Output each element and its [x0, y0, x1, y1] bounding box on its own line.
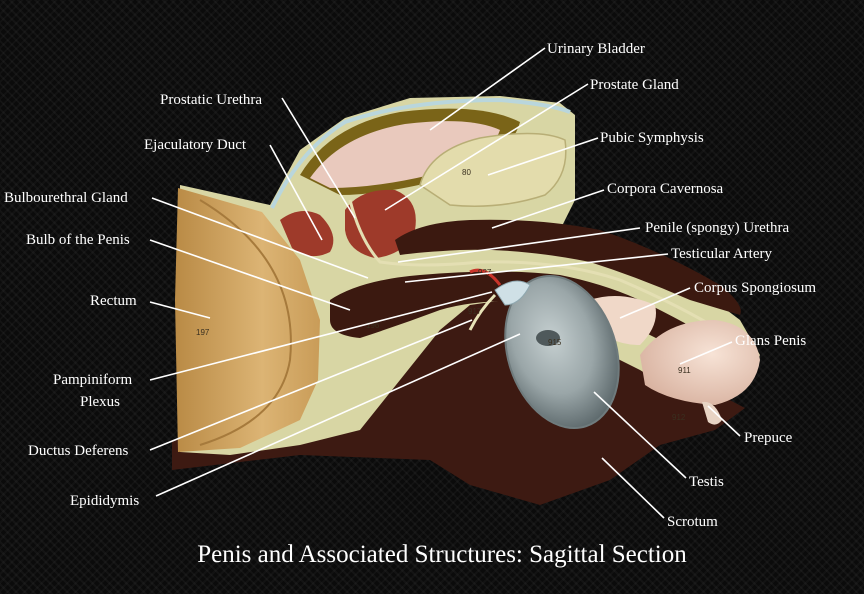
leader-ductus-deferens [149, 319, 473, 451]
leader-urinary-bladder [429, 47, 546, 131]
testis-shape [504, 274, 620, 430]
spermatic-cord [469, 268, 502, 286]
label-prostatic-urethra: Prostatic Urethra [160, 92, 262, 108]
label-corpora-cavernosa: Corpora Cavernosa [607, 181, 724, 197]
leader-bulb-of-penis [149, 239, 351, 311]
label-ejaculatory-duct: Ejaculatory Duct [144, 137, 247, 153]
peritoneum-edge [270, 97, 571, 209]
pubic-symphysis-shape [419, 132, 567, 207]
model-number-917: 917 [468, 307, 482, 316]
leader-corpus-spongiosum [619, 287, 691, 319]
rectum-shape [175, 188, 320, 452]
label-pampiniform-line1: Pampiniform [53, 372, 132, 388]
model-number-80: 80 [462, 168, 471, 177]
label-testicular-artery: Testicular Artery [671, 246, 772, 262]
leader-testis [593, 391, 687, 479]
ductus-deferens-tube [468, 293, 497, 331]
model-number-197: 197 [196, 328, 210, 337]
model-number-911: 911 [678, 366, 691, 375]
model-number-915: 915 [548, 338, 562, 347]
leader-pubic-symphysis [487, 137, 599, 176]
prepuce-shape [702, 401, 722, 425]
diagram-title: Penis and Associated Structures: Sagitta… [197, 541, 687, 568]
label-corpus-spongiosum: Corpus Spongiosum [694, 280, 816, 296]
leader-epididymis [155, 333, 521, 497]
bladder-lumen [310, 121, 500, 188]
seminal-region [280, 211, 334, 257]
label-penile-urethra: Penile (spongy) Urethra [645, 220, 789, 236]
label-prostate-gland: Prostate Gland [590, 77, 679, 93]
corpus-spongiosum-shape [330, 271, 730, 372]
epididymis-shape [494, 280, 531, 306]
glans-shape [640, 320, 760, 405]
label-scrotum: Scrotum [667, 514, 718, 530]
label-rectum: Rectum [90, 293, 137, 309]
label-glans-penis: Glans Penis [735, 333, 806, 349]
label-bulb-of-penis: Bulb of the Penis [26, 232, 130, 248]
label-epididymis: Epididymis [70, 493, 139, 509]
leader-corpora-cavernosa [491, 189, 605, 229]
leader-penile-urethra [397, 227, 641, 263]
label-urinary-bladder: Urinary Bladder [547, 41, 645, 57]
label-bulbourethral-gland: Bulbourethral Gland [4, 190, 128, 206]
leader-ejaculatory-duct [269, 144, 323, 241]
leader-rectum [149, 301, 211, 319]
leader-prepuce [707, 405, 741, 437]
leader-testicular-artery [404, 253, 669, 283]
urethra-line [348, 199, 736, 342]
leader-prostate-gland [384, 83, 589, 211]
leader-pampiniform-plexus [149, 291, 493, 381]
model-number-196: 196 [366, 321, 380, 330]
corpora-cavernosa-shape [395, 219, 741, 315]
leader-glans-penis [679, 341, 733, 365]
label-ductus-deferens: Ductus Deferens [28, 443, 129, 459]
leader-prostatic-urethra [281, 97, 356, 219]
label-prepuce: Prepuce [744, 430, 793, 446]
leader-scrotum [601, 457, 665, 519]
label-pampiniform-line2: Plexus [80, 394, 120, 410]
model-number-912: 912 [672, 413, 686, 422]
label-testis: Testis [689, 474, 724, 490]
leader-bulbourethral-gland [151, 197, 369, 279]
model-number-927: 927 [478, 268, 492, 277]
testis-spot [536, 330, 560, 346]
label-pubic-symphysis: Pubic Symphysis [600, 130, 704, 146]
rectum-fold-line [199, 199, 292, 446]
